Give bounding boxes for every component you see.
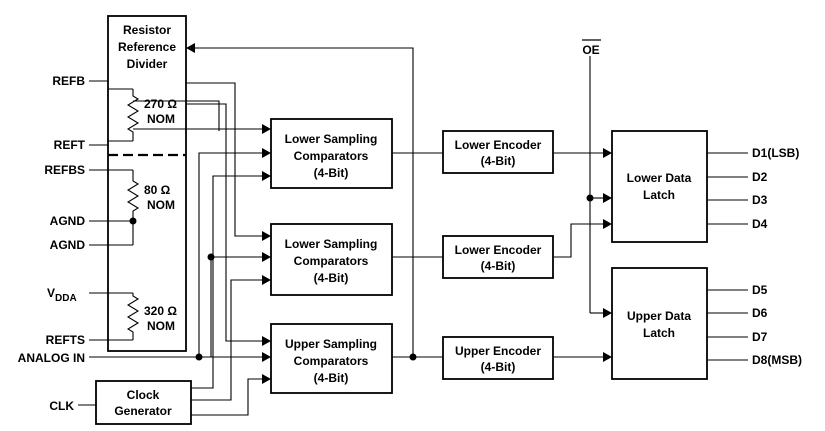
divider-title-line3: Divider xyxy=(127,57,168,71)
r1-nom: NOM xyxy=(147,112,175,126)
lower-encoder-1: Lower Encoder (4-Bit) xyxy=(442,130,554,174)
lower-data-latch: Lower Data Latch xyxy=(611,130,708,243)
resistor-80-ohm: 80 Ω NOM xyxy=(126,170,175,245)
upper-data-latch: Upper Data Latch xyxy=(611,267,708,380)
oe-pin: OE xyxy=(582,39,601,57)
svg-text:Lower Encoder: Lower Encoder xyxy=(455,243,542,257)
lower-sampling-comparators-2: Lower Sampling Comparators (4-Bit) xyxy=(270,223,393,296)
pin-refts: REFTS xyxy=(46,333,85,347)
output-d2: D2 xyxy=(752,170,768,184)
output-d3: D3 xyxy=(752,193,768,207)
clock-title-line1: Clock xyxy=(127,388,160,402)
r3-nom: NOM xyxy=(147,319,175,333)
svg-text:Lower Sampling: Lower Sampling xyxy=(285,132,378,146)
resistor-reference-divider: Resistor Reference Divider xyxy=(107,15,187,352)
svg-text:(4-Bit): (4-Bit) xyxy=(481,154,516,168)
pin-clk: CLK xyxy=(49,399,74,413)
resistor-320-ohm: 320 Ω NOM xyxy=(126,293,177,340)
svg-text:Upper Encoder: Upper Encoder xyxy=(455,344,541,358)
divider-title-line2: Reference xyxy=(118,40,176,54)
svg-text:Lower Sampling: Lower Sampling xyxy=(285,237,378,251)
svg-text:(4-Bit): (4-Bit) xyxy=(314,166,349,180)
lower-sampling-comparators-1: Lower Sampling Comparators (4-Bit) xyxy=(270,118,393,189)
clock-title-line2: Generator xyxy=(114,404,172,418)
upper-sampling-comparators: Upper Sampling Comparators (4-Bit) xyxy=(270,323,393,394)
output-d8: D8(MSB) xyxy=(752,353,802,367)
svg-text:Comparators: Comparators xyxy=(294,149,369,163)
output-d1: D1(LSB) xyxy=(752,146,799,160)
svg-text:Lower Data: Lower Data xyxy=(627,171,692,185)
svg-text:Latch: Latch xyxy=(643,188,675,202)
output-d5: D5 xyxy=(752,283,768,297)
svg-text:Comparators: Comparators xyxy=(294,254,369,268)
lower-encoder-2: Lower Encoder (4-Bit) xyxy=(442,235,554,279)
pin-reft: REFT xyxy=(54,138,86,152)
svg-text:Comparators: Comparators xyxy=(294,354,369,368)
input-pins: REFB REFT REFBS AGND AGND VDDA REFTS ANA… xyxy=(18,74,133,413)
output-pins: D1(LSB) D2 D3 D4 D5 D6 D7 D8(MSB) xyxy=(752,146,802,367)
svg-text:(4-Bit): (4-Bit) xyxy=(314,271,349,285)
divider-title-line1: Resistor xyxy=(123,23,171,37)
svg-text:Upper Sampling: Upper Sampling xyxy=(285,337,377,351)
output-d6: D6 xyxy=(752,306,768,320)
r1-value: 270 Ω xyxy=(144,97,177,111)
pin-agnd-2: AGND xyxy=(50,238,86,252)
r2-nom: NOM xyxy=(147,198,175,212)
svg-text:(4-Bit): (4-Bit) xyxy=(314,371,349,385)
pin-refb: REFB xyxy=(52,74,85,88)
r2-value: 80 Ω xyxy=(144,183,171,197)
wiring xyxy=(89,47,748,416)
clock-generator: Clock Generator xyxy=(78,380,192,425)
svg-text:(4-Bit): (4-Bit) xyxy=(481,360,516,374)
svg-text:Upper Data: Upper Data xyxy=(627,309,691,323)
output-d4: D4 xyxy=(752,217,768,231)
pin-agnd-1: AGND xyxy=(50,214,86,228)
upper-encoder: Upper Encoder (4-Bit) xyxy=(442,336,554,380)
pin-refbs: REFBS xyxy=(44,163,85,177)
arrowheads xyxy=(186,43,612,384)
pin-analog-in: ANALOG IN xyxy=(18,351,85,365)
svg-text:(4-Bit): (4-Bit) xyxy=(481,259,516,273)
svg-text:Latch: Latch xyxy=(643,326,675,340)
output-d7: D7 xyxy=(752,330,768,344)
r3-value: 320 Ω xyxy=(144,304,177,318)
pin-oe: OE xyxy=(582,43,599,57)
svg-text:Lower Encoder: Lower Encoder xyxy=(455,138,542,152)
pin-vdda: VDDA xyxy=(47,286,77,304)
